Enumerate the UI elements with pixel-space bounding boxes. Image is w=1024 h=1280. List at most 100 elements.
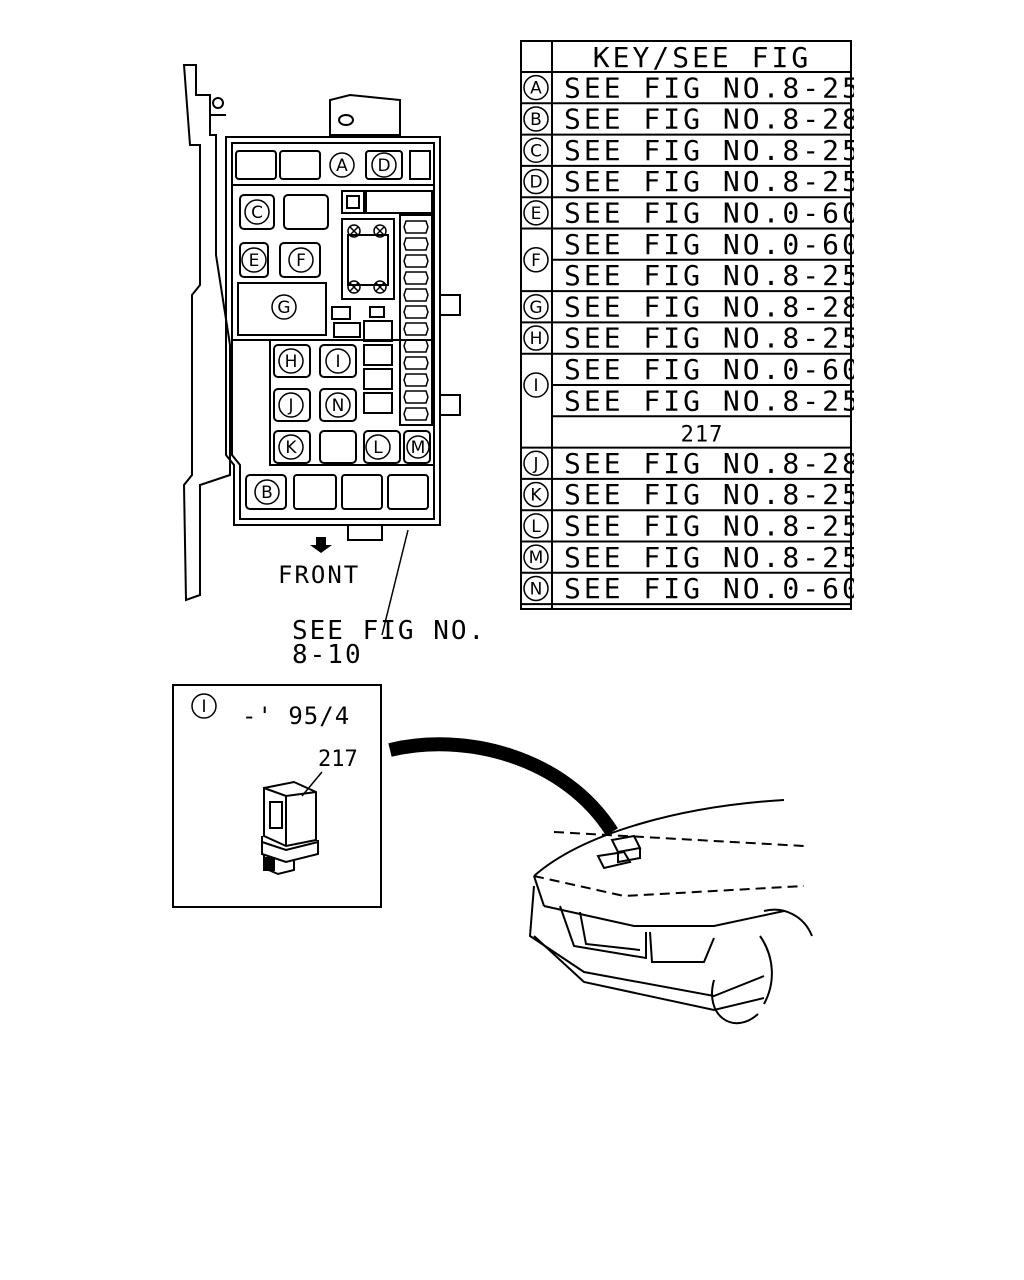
svg-text:I: I [335, 352, 340, 372]
table-key-letter: M [529, 548, 544, 568]
svg-text:K: K [285, 438, 297, 458]
table-row-text: SEE FIG NO.8-28 [564, 447, 854, 480]
table-row: SEE FIG NO.0-60I [523, 353, 854, 398]
table-row: SEE FIG NO.0-60F [523, 228, 854, 273]
fuse-label-j: J [278, 392, 304, 418]
table-row-text: SEE FIG NO.0-60 [564, 228, 854, 261]
table-row-text: SEE FIG NO.8-25 [564, 384, 854, 417]
fuse-label-i: I [325, 348, 351, 374]
table-key-letter: F [531, 251, 541, 271]
table-row: 217 [681, 423, 724, 448]
table-key-letter: J [532, 454, 538, 474]
table-row-text: SEE FIG NO.0-60 [564, 572, 854, 605]
svg-text:A: A [336, 156, 348, 176]
svg-text:D: D [377, 156, 390, 176]
table-key-circle [523, 450, 549, 476]
table-key-circle [523, 200, 549, 226]
fuse-label-n: N [325, 392, 351, 418]
fuse-slot [403, 220, 429, 234]
detail-key-circle: I [191, 693, 217, 719]
table-key-circle [523, 106, 549, 132]
table-key-circle [523, 575, 549, 602]
fuse-label-f: F [288, 247, 314, 273]
table-key-letter: E [531, 204, 542, 224]
table-row-text: SEE FIG NO.8-25 [564, 541, 854, 574]
fuse-label-m: M [406, 435, 430, 459]
table-row: SEE FIG NO.8-25 K [523, 478, 854, 511]
fuse-slot [403, 407, 429, 421]
car-front-view [388, 737, 813, 1025]
table-row-text: SEE FIG NO.8-25 [564, 134, 854, 167]
fuse-slot [403, 339, 429, 353]
detail-part-number: 217 [318, 747, 358, 772]
table-row: SEE FIG NO.8-25 M [523, 541, 854, 574]
fuse-slot [403, 271, 429, 285]
table-key-letter: K [530, 486, 542, 506]
table-key-letter: I [533, 376, 538, 396]
fuse-label-g: G [271, 294, 297, 320]
table-row-text: SEE FIG NO.8-25 [564, 478, 854, 511]
table-row: SEE FIG NO.8-25 C [523, 134, 854, 167]
svg-text:N: N [332, 396, 345, 416]
front-label: FRONT [278, 561, 360, 589]
table-header: KEY/SEE FIG [593, 41, 811, 74]
table-key-circle [523, 481, 549, 508]
fuse-label-a: A [329, 152, 355, 178]
fuse-slot [403, 390, 429, 404]
table-key-letter: H [530, 329, 543, 349]
svg-text:G: G [277, 298, 290, 318]
svg-text:L: L [373, 438, 383, 458]
fuse-label-e: E [241, 247, 267, 273]
table-key-circle [523, 294, 549, 320]
table-key-letter: C [530, 141, 542, 161]
table-key-letter: D [529, 173, 542, 193]
svg-text:H: H [285, 352, 298, 372]
fuse-label-c: C [244, 199, 270, 225]
fuse-slot [403, 237, 429, 251]
table-key-letter: N [530, 579, 543, 599]
table-row-text: SEE FIG NO.0-60 [564, 197, 854, 230]
table-key-letter: G [529, 298, 542, 318]
svg-text:C: C [251, 203, 263, 223]
fuse-slot [403, 373, 429, 387]
table-row-text: SEE FIG NO.8-25 [564, 322, 854, 355]
fuse-box-diagram: A B C D E F G H I J K L M N FRONT SEE FI… [182, 64, 486, 670]
table-key-letter: A [530, 79, 542, 99]
table-row: SEE FIG NO.8-28 G [523, 290, 854, 323]
detail-date-range: -' 95/4 [242, 702, 350, 730]
table-row-text: SEE FIG NO.8-25 [564, 165, 854, 198]
table-key-circle [523, 544, 549, 570]
fuse-label-h: H [278, 348, 304, 374]
callout-line-2: 8-10 [292, 640, 363, 670]
table-row: SEE FIG NO.8-25 [564, 384, 854, 417]
fuse-slot [403, 305, 429, 319]
svg-text:F: F [296, 251, 306, 271]
table-row: SEE FIG NO.8-25 [564, 259, 854, 292]
table-row: SEE FIG NO.8-28 J [523, 447, 854, 480]
table-key-circle [523, 513, 549, 539]
table-row-text: 217 [681, 423, 724, 448]
svg-text:E: E [249, 251, 260, 271]
fuse-slot [403, 322, 429, 336]
table-key-circle [523, 137, 549, 163]
table-row-text: SEE FIG NO.8-28 [564, 290, 854, 323]
table-row: SEE FIG NO.8-25 H [523, 322, 854, 355]
svg-text:B: B [261, 483, 273, 503]
detail-inset: I -' 95/4 217 [172, 684, 382, 908]
table-key-circle [523, 247, 549, 273]
table-key-circle [523, 74, 549, 101]
table-row: SEE FIG NO.8-25A [523, 71, 854, 104]
table-row-text: SEE FIG NO.8-25 [564, 510, 854, 543]
fuse-label-k: K [278, 434, 304, 460]
svg-text:M: M [411, 438, 426, 458]
table-row-text: SEE FIG NO.0-60 [564, 353, 854, 386]
table-row: SEE FIG NO.8-28B [523, 103, 854, 136]
table-key-circle [523, 372, 549, 398]
table-row-text: SEE FIG NO.8-25 [564, 259, 854, 292]
callout-line-1: SEE FIG NO. [292, 616, 486, 646]
table-key-circle [523, 325, 549, 351]
fuse-slot [403, 356, 429, 370]
table-row: SEE FIG NO.8-25L [523, 510, 854, 543]
svg-text:I: I [201, 697, 206, 717]
